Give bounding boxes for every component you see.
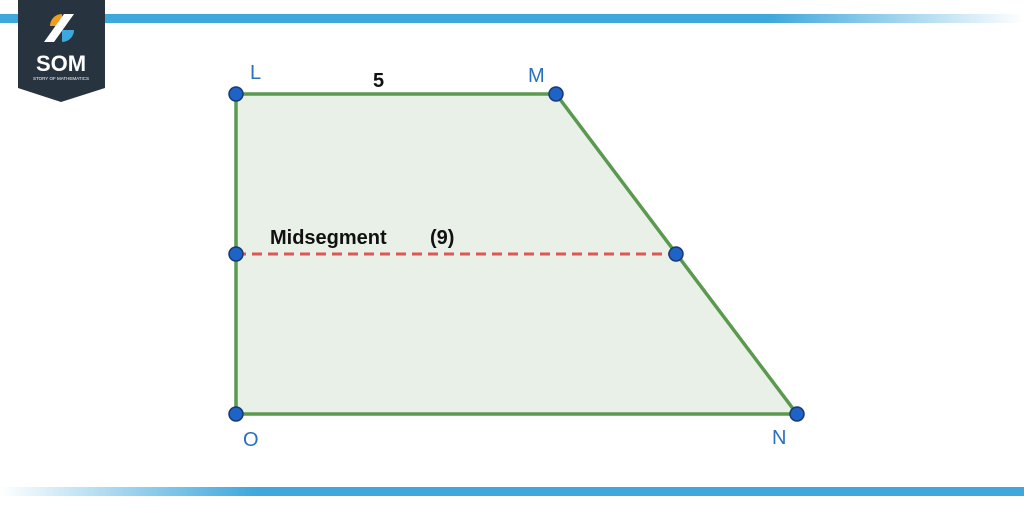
vertex-label-m: M: [528, 65, 545, 87]
vertex-label-o: O: [243, 429, 259, 451]
vertex-label-l: L: [250, 62, 261, 84]
point-mid-lo: [228, 246, 244, 262]
point-l: [228, 86, 244, 102]
midsegment-value: (9): [430, 227, 454, 249]
point-n: [789, 406, 805, 422]
top-accent-bar: [0, 14, 1024, 23]
point-o: [228, 406, 244, 422]
point-mid-mn: [668, 246, 684, 262]
bottom-accent-bar: [0, 487, 1024, 496]
logo-subtitle: STORY OF MATHEMATICS: [33, 76, 89, 81]
som-logo: SOM STORY OF MATHEMATICS: [18, 0, 105, 102]
logo-text: SOM: [36, 51, 86, 76]
midsegment-label: Midsegment: [270, 227, 387, 249]
vertex-label-n: N: [772, 427, 786, 449]
top-base-length: 5: [373, 70, 384, 92]
point-m: [548, 86, 564, 102]
